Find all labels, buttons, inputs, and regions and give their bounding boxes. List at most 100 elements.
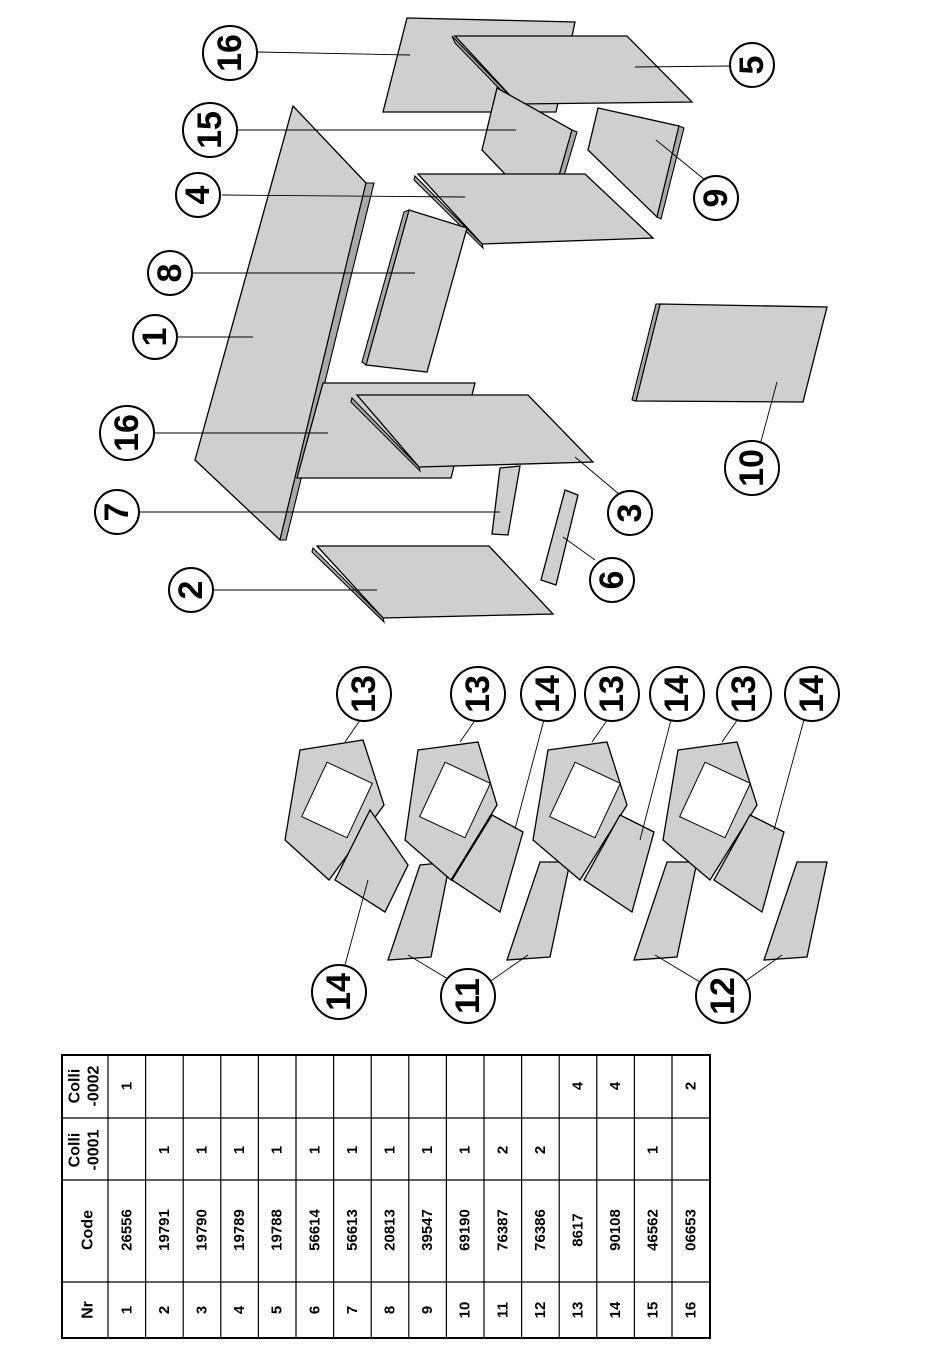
table-cell-nr: 7 [344,1306,361,1314]
svg-text:8: 8 [151,264,189,283]
callout-14-b: 14 [521,667,575,721]
callout-13-c: 13 [585,667,639,721]
table-cell-code: 8617 [570,1213,587,1246]
table-cell-code: 39547 [419,1209,436,1251]
svg-text:15: 15 [191,111,229,149]
svg-text:13: 13 [725,675,763,713]
table-cell-colli1: 1 [382,1146,399,1154]
callout-15: 15 [183,103,237,157]
svg-text:13: 13 [459,675,497,713]
table-cell-colli2: 4 [607,1081,624,1090]
part-10-panel [636,304,827,402]
table-cell-colli1: 1 [194,1146,211,1154]
callout-7: 7 [95,490,139,534]
callout-8: 8 [148,251,192,295]
table-cell-nr: 8 [382,1306,399,1314]
drawer-3-bottom [634,862,697,960]
table-cell-nr: 4 [231,1305,248,1314]
table-cell-nr: 5 [269,1306,286,1314]
table-cell-colli1: 1 [344,1146,361,1154]
callout-12: 12 [696,969,750,1023]
callout-16-top: 16 [203,26,257,80]
drawer-3 [533,742,697,960]
table-cell-code: 76387 [494,1209,511,1251]
callout-4: 4 [176,173,220,217]
header-colli-0002-b: -0002 [86,1065,103,1106]
svg-text:6: 6 [593,571,631,590]
svg-text:14: 14 [529,675,567,713]
table-cell-colli2: 2 [682,1082,699,1090]
callout-14-c: 14 [650,667,704,721]
svg-text:7: 7 [98,503,136,522]
table-cell-code: 19788 [269,1209,286,1251]
table-cell-nr: 3 [194,1306,211,1314]
part-8-panel [366,210,467,372]
table-cell-colli2: 1 [118,1082,135,1090]
table-cell-nr: 15 [645,1302,662,1319]
svg-text:2: 2 [172,581,210,600]
svg-text:9: 9 [697,189,735,208]
table-cell-nr: 12 [532,1302,549,1319]
header-colli-0002-a: Colli [67,1069,84,1104]
svg-text:14: 14 [658,675,696,713]
table-cell-code: 20813 [382,1209,399,1251]
svg-text:11: 11 [449,978,487,1014]
svg-text:14: 14 [793,675,831,713]
part-2-panel [317,546,553,618]
header-code: Code [80,1210,97,1250]
table-cell-code: 19790 [194,1209,211,1251]
svg-text:1: 1 [136,328,174,347]
table-cell-colli1: 1 [269,1146,286,1154]
callout-14-a: 14 [312,965,366,1019]
table-cell-nr: 13 [570,1302,587,1319]
table-cell-code: 56614 [306,1208,323,1250]
callout-6: 6 [590,558,634,602]
svg-text:13: 13 [345,675,383,713]
svg-text:16: 16 [108,414,146,452]
svg-text:13: 13 [593,675,631,713]
table-cell-code: 56613 [344,1209,361,1251]
svg-text:14: 14 [320,973,358,1011]
table-cell-code: 69190 [457,1209,474,1251]
callout-11: 11 [441,969,495,1023]
callout-9: 9 [694,176,738,220]
table-cell-colli1: 1 [419,1146,436,1154]
table-cell-colli1: 1 [156,1146,173,1154]
callout-10: 10 [725,441,779,495]
cabinet-exploded-view [195,18,827,622]
table-cell-nr: 11 [494,1302,511,1318]
svg-text:5: 5 [733,56,771,75]
table-cell-code: 26556 [118,1209,135,1251]
svg-text:3: 3 [611,504,649,523]
callout-16-lower: 16 [100,406,154,460]
table-cell-code: 19789 [231,1209,248,1251]
header-colli-0001-a: Colli [67,1133,84,1168]
callout-14-d: 14 [785,667,839,721]
table-cell-nr: 16 [682,1302,699,1319]
drawer-exploded-views [285,740,827,960]
callout-13-b: 13 [451,667,505,721]
table-cell-colli1: 1 [457,1146,474,1154]
table-cell-colli1: 2 [532,1146,549,1154]
svg-text:16: 16 [211,34,249,72]
drawer-4 [663,742,827,960]
table-cell-code: 76386 [532,1209,549,1251]
table-cell-code: 19791 [156,1209,173,1251]
table-cell-colli2: 4 [570,1081,587,1090]
table-cell-colli1: 1 [645,1146,662,1154]
drawer-4-bottom [764,862,827,960]
callout-13-d: 13 [717,667,771,721]
table-cell-nr: 9 [419,1306,436,1314]
table-cell-nr: 10 [457,1302,474,1319]
table-cell-colli1: 1 [231,1146,248,1154]
table-cell-code: 46562 [645,1209,662,1251]
callout-5: 5 [730,43,774,87]
parts-table: Nr Code Colli -0001 Colli -0002 12655612… [62,1055,710,1338]
table-cell-nr: 6 [306,1306,323,1314]
callout-2: 2 [169,568,213,612]
table-cell-code: 90108 [607,1209,624,1251]
svg-text:12: 12 [704,977,742,1015]
callout-1: 1 [133,315,177,359]
